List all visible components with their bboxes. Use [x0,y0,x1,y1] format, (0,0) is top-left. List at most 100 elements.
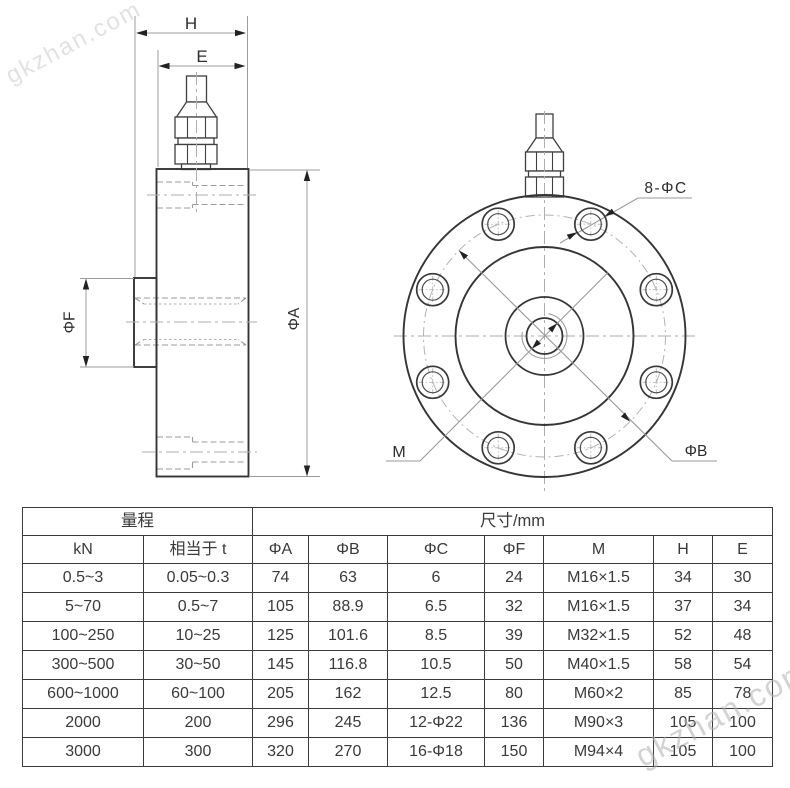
col-m: M [543,535,654,564]
table-cell: 37 [653,592,713,622]
table-cell: 300~500 [22,650,144,680]
table-cell: 300 [143,737,253,767]
label-bolt-circle: ΦB [685,443,708,460]
table-cell: M16×1.5 [543,563,654,593]
table-cell: 296 [252,708,309,738]
bolt-hole [639,365,674,400]
hidden-lines [134,181,247,470]
table-cell: 34 [711,592,774,622]
table-cell: M60×2 [543,679,654,709]
table-cell: 105 [252,592,309,622]
table-cell: 78 [711,679,774,709]
table-cell: 200 [143,708,253,738]
table-cell: 85 [653,679,713,709]
bolt-hole [573,430,608,465]
table-header-columns: kN 相当于 t ΦA ΦB ΦC ΦF M H E [22,535,774,564]
bolt-hole [573,207,608,242]
table-cell: 10.5 [387,650,485,680]
table-cell: 24 [484,563,544,593]
table-cell: 6.5 [387,592,485,622]
table-cell: 48 [711,621,774,651]
thread-minor-lines [144,303,238,340]
table-cell: 116.8 [308,650,388,680]
label-bolt-holes: 8-ΦC [644,180,687,197]
table-cell: 58 [653,650,713,680]
table-cell: 52 [653,621,713,651]
col-phi-c: ΦC [387,535,485,564]
table-cell: 105 [653,737,713,767]
col-h: H [653,535,713,564]
dim-label-h: H [185,14,197,33]
col-phi-b: ΦB [308,535,388,564]
label-center-thread: M [392,444,405,461]
dimension-lines-side [80,16,320,477]
bolt-hole [415,365,450,400]
dimension-arrows-side [82,29,311,477]
table-cell: 0.5~7 [143,592,253,622]
table-cell: 32 [484,592,544,622]
table-cell: 320 [252,737,309,767]
flange-outer-circle [402,194,687,478]
table-cell: 8.5 [387,621,485,651]
front-view: 8-ΦC M ΦB [386,111,717,491]
table-cell: M90×3 [543,708,654,738]
table-cell: 245 [308,708,388,738]
table-cell: M40×1.5 [543,650,654,680]
centerlines-side [126,72,257,453]
table-cell: 136 [484,708,544,738]
table-cell: 5~70 [22,592,144,622]
leader-lines [386,197,717,462]
table-cell: 150 [484,737,544,767]
table-cell: 10~25 [143,621,253,651]
center-hole [525,317,564,355]
centerlines-front [394,111,695,491]
col-phi-f: ΦF [484,535,544,564]
table-cell: 30~50 [143,650,253,680]
center-boss-circle [504,296,585,376]
side-view: H E ΦF ΦA [62,14,320,478]
table-cell: 54 [711,650,774,680]
table-cell: 270 [308,737,388,767]
bolt-hole [415,272,450,307]
spec-table: 量程 尺寸/mm kN 相当于 t ΦA ΦB ΦC ΦF M H E 0.5~… [22,507,774,767]
table-cell: 125 [252,621,309,651]
table-cell: 205 [252,679,309,709]
bolt-hole [639,272,674,307]
table-cell: 63 [308,563,388,593]
dim-label-phi-f: ΦF [62,312,79,334]
table-cell: 100 [711,737,774,767]
col-tonnes: 相当于 t [143,535,253,564]
table-cell: M16×1.5 [543,592,654,622]
table-cell: 600~1000 [22,679,144,709]
table-cell: 105 [653,708,713,738]
table-cell: 0.05~0.3 [143,563,253,593]
table-cell: 80 [484,679,544,709]
table-cell: 88.9 [308,592,388,622]
table-cell: 60~100 [143,679,253,709]
table-cell: 6 [387,563,485,593]
header-range: 量程 [22,507,253,536]
table-cell: 12.5 [387,679,485,709]
table-cell: 101.6 [308,621,388,651]
table-cell: 2000 [22,708,144,738]
table-cell: 16-Φ18 [387,737,485,767]
table-cell: 74 [252,563,309,593]
table-cell: 100 [711,708,774,738]
table-header-groups: 量程 尺寸/mm [22,507,774,536]
col-e: E [711,535,774,564]
thread-arc [521,313,568,359]
cable-connector-side [174,75,218,171]
body-outline [155,168,250,478]
bolt-hole [481,430,516,465]
hub-circle [454,246,635,426]
table-cell: 30 [711,563,774,593]
table-cell: M32×1.5 [543,621,654,651]
table-cell: 12-Φ22 [387,708,485,738]
